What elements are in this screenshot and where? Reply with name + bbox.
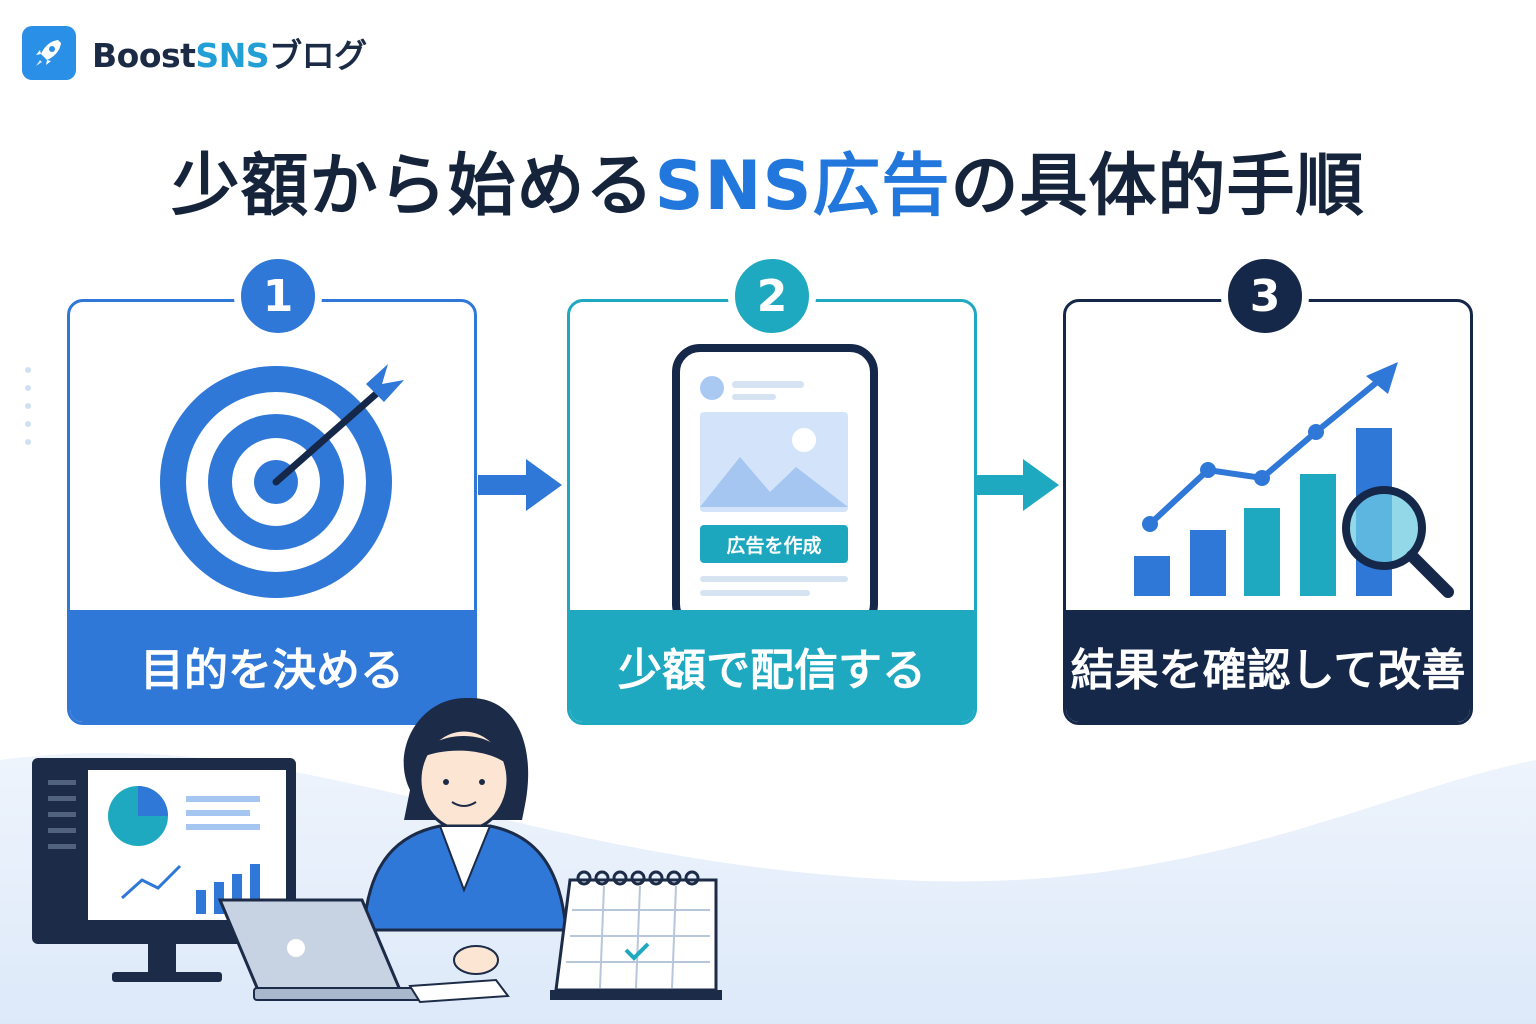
step-label-3: 結果を確認して改善 [1066,610,1470,722]
growth-chart-icon [1134,362,1454,598]
rocket-icon [22,26,76,80]
step-card-3: 結果を確認して改善 [1063,299,1473,725]
arrow-right-icon [478,459,562,511]
step-card-2: 広告を作成 少額で配信する [567,299,977,725]
step-number-2: 2 [728,252,816,340]
page-title: 少額から始めるSNS広告の具体的手順 [171,147,1365,226]
brand-name: BoostSNSブログ [92,36,367,75]
woman-working-illustration [32,697,722,1004]
smartphone-ad-icon [672,344,878,622]
arrow-right-icon [975,459,1059,511]
step-label-2: 少額で配信する [570,610,974,722]
brand-logo[interactable]: BoostSNSブログ [22,26,367,80]
step-label-1: 目的を決める [70,610,474,722]
target-icon [160,364,404,598]
woman-figure [362,697,568,932]
notebook-icon [408,945,510,1004]
monitor-icon [32,758,296,982]
create-ad-button: 広告を作成 [700,525,848,563]
step-number-1: 1 [234,252,322,340]
calendar-icon [550,870,722,1000]
step-card-1: 目的を決める [67,299,477,725]
step-number-3: 3 [1221,252,1309,340]
